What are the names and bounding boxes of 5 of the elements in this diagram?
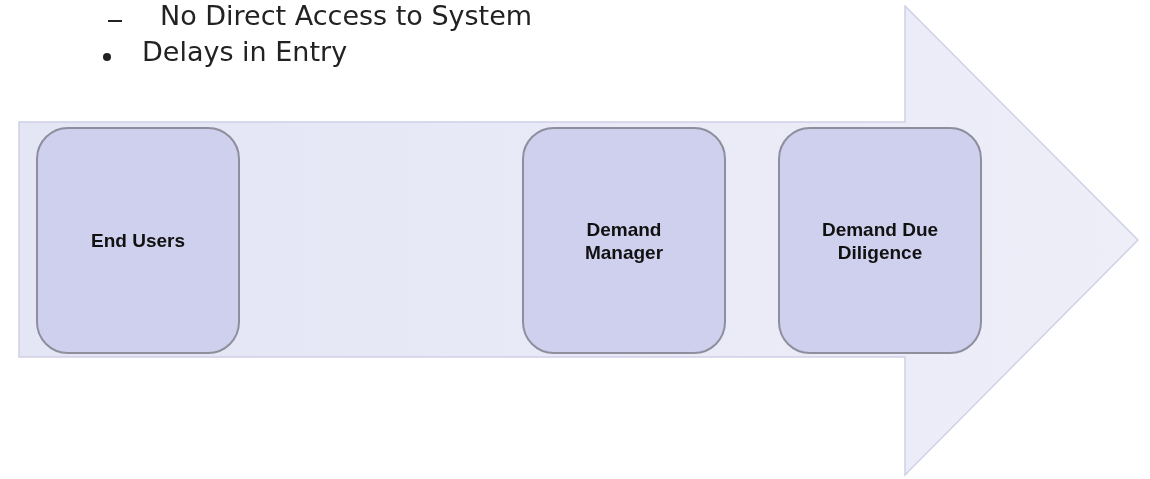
bullet-text: Delays in Entry	[142, 36, 348, 67]
bullet-text: No Direct Access to System	[160, 0, 533, 31]
process-box: End Users	[36, 127, 240, 354]
process-box: Demand Manager	[522, 127, 726, 354]
process-box: Demand Due Diligence	[778, 127, 982, 354]
